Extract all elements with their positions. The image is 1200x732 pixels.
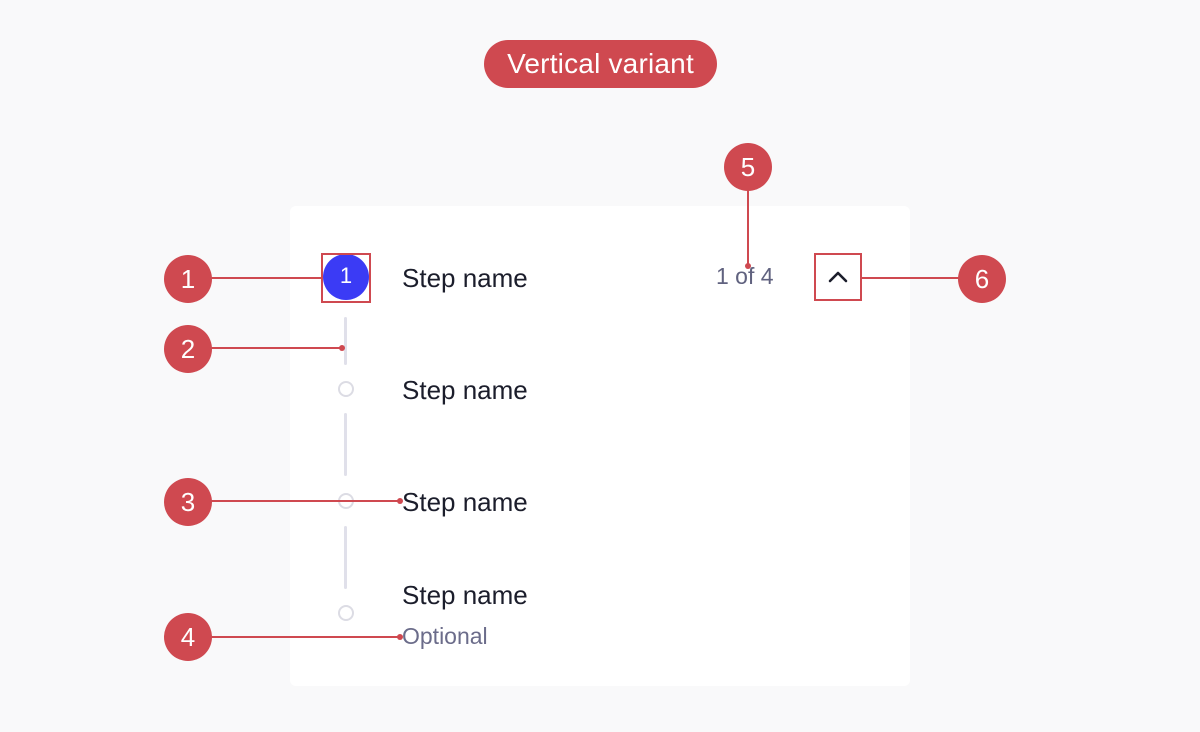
annotation-badge-2: 2 (164, 325, 212, 373)
annotation-badge-5: 5 (724, 143, 772, 191)
stepper-card (290, 206, 910, 686)
annotation-highlight-1 (321, 253, 371, 303)
annotation-leader-3 (211, 500, 400, 502)
step-1-indicator[interactable]: 1 (323, 254, 369, 300)
annotation-leader-5 (747, 190, 749, 266)
step-3-label[interactable]: Step name (402, 487, 528, 517)
step-4-indicator[interactable] (338, 605, 354, 621)
step-connector (344, 317, 347, 365)
step-connector (344, 413, 347, 476)
annotation-badge-6: 6 (958, 255, 1006, 303)
step-counter: 1 of 4 (716, 263, 774, 289)
annotation-pin-5 (745, 263, 751, 269)
annotation-leader-6 (862, 277, 960, 279)
annotation-leader-4 (211, 636, 400, 638)
annotation-leader-2 (211, 347, 342, 349)
step-2-label[interactable]: Step name (402, 375, 528, 405)
annotation-badge-1: 1 (164, 255, 212, 303)
title-pill: Vertical variant (484, 40, 717, 88)
step-4-optional-label: Optional (402, 623, 488, 649)
annotation-pin-3 (397, 498, 403, 504)
step-2-indicator[interactable] (338, 381, 354, 397)
annotation-badge-3: 3 (164, 478, 212, 526)
annotation-badge-4: 4 (164, 613, 212, 661)
step-connector (344, 526, 347, 589)
step-4-label[interactable]: Step name (402, 580, 528, 610)
step-1-label[interactable]: Step name (402, 263, 528, 293)
chevron-up-icon (828, 271, 848, 283)
annotation-pin-4 (397, 634, 403, 640)
annotation-pin-2 (339, 345, 345, 351)
annotation-leader-1 (211, 277, 322, 279)
collapse-button[interactable] (814, 253, 862, 301)
